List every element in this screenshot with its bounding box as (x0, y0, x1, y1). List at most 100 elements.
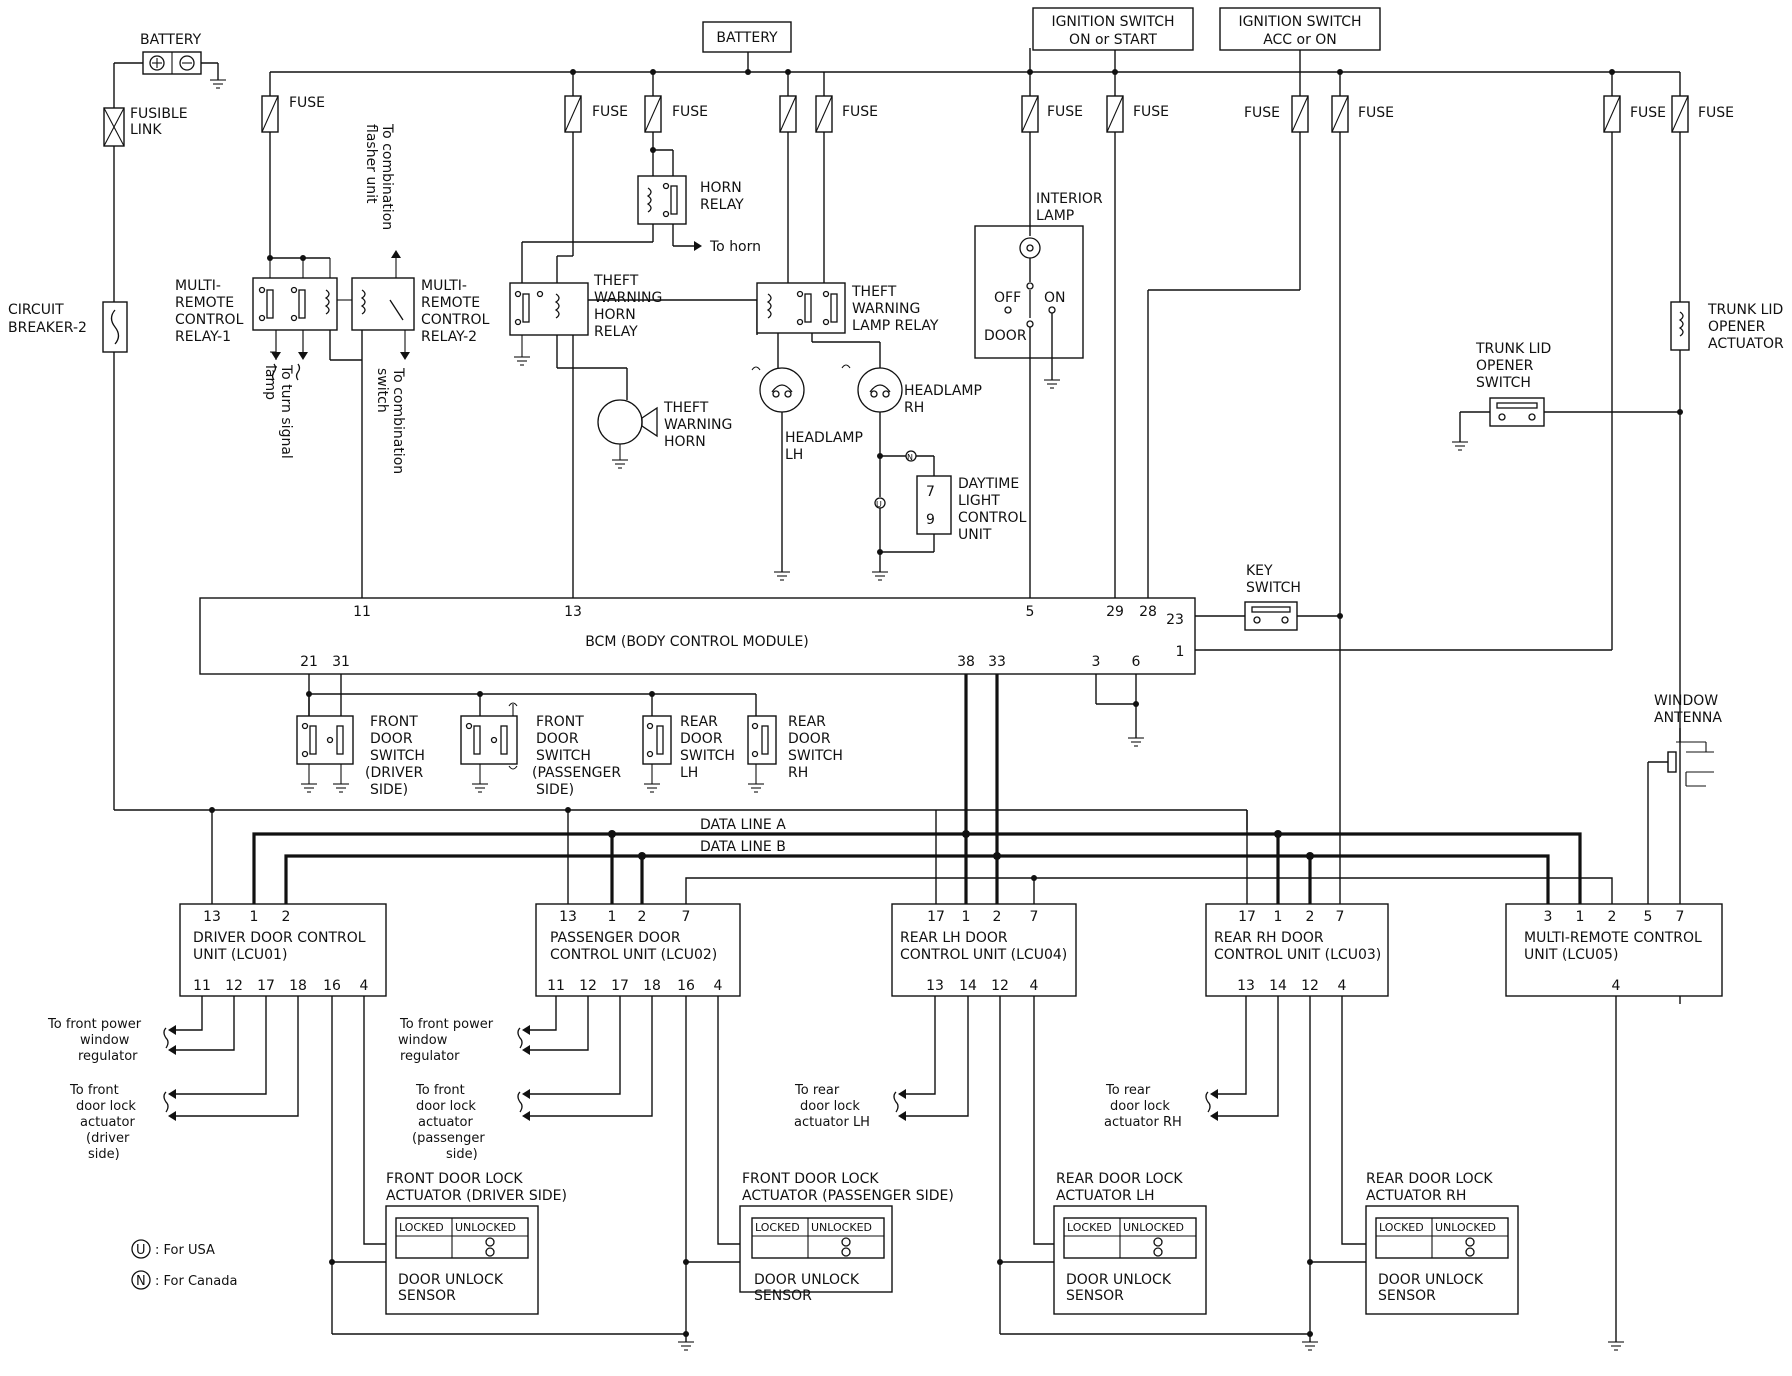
fuse-icon (1291, 95, 1309, 133)
svg-text:SWITCH: SWITCH (370, 748, 425, 764)
svg-text:ACTUATOR RH: ACTUATOR RH (1366, 1188, 1466, 1204)
fuse-icon (564, 95, 582, 133)
front-door-switch-passenger: FRONT DOOR SWITCH (PASSENGER SIDE) (460, 702, 621, 798)
svg-text:HEADLAMP: HEADLAMP (785, 430, 863, 446)
svg-text:ACTUATOR: ACTUATOR (1708, 336, 1784, 352)
ground-icon (1302, 1341, 1318, 1351)
svg-text:LOCKED: LOCKED (399, 1221, 444, 1234)
circuit-breaker: CIRCUIT BREAKER-2 (8, 301, 128, 353)
svg-text:RELAY: RELAY (594, 324, 638, 340)
multi-remote-control-relay-1: MULTI- REMOTE CONTROL RELAY-1 (175, 132, 338, 360)
ground-icon (678, 1341, 694, 1351)
theft-warning-horn: THEFT WARNING HORN (597, 399, 732, 469)
fuse-icon (1331, 95, 1349, 133)
svg-text:FUSE: FUSE (289, 95, 325, 111)
svg-text:SIDE): SIDE) (370, 782, 408, 798)
svg-text:1: 1 (1176, 644, 1185, 660)
svg-text:DOOR UNLOCK: DOOR UNLOCK (398, 1272, 504, 1288)
svg-text:FRONT DOOR LOCK: FRONT DOOR LOCK (386, 1171, 523, 1187)
svg-text:MULTI-: MULTI- (175, 278, 221, 294)
ground-icon (1044, 379, 1060, 389)
svg-text:RH: RH (788, 765, 808, 781)
multi-remote-control-relay-2: MULTI- REMOTE CONTROL RELAY-2 To combina… (337, 123, 490, 474)
svg-text:7: 7 (682, 909, 691, 925)
svg-text:4: 4 (360, 978, 369, 994)
svg-text:CONTROL UNIT (LCU04): CONTROL UNIT (LCU04) (900, 947, 1067, 963)
svg-text:OPENER: OPENER (1708, 319, 1766, 335)
svg-text:4: 4 (1030, 978, 1039, 994)
svg-text:3: 3 (1092, 654, 1101, 670)
svg-text:6: 6 (1132, 654, 1141, 670)
ignition-switch-acc-on: IGNITION SWITCH ACC or ON (1219, 7, 1381, 51)
rear-door-lock-actuator-lh: REAR DOOR LOCK ACTUATOR LH LOCKED UNLOCK… (1053, 1171, 1207, 1315)
svg-text:11: 11 (353, 604, 371, 620)
svg-text:12: 12 (991, 978, 1009, 994)
svg-text:FUSE: FUSE (842, 104, 878, 120)
svg-text:SENSOR: SENSOR (398, 1288, 456, 1304)
svg-text:ACC or ON: ACC or ON (1263, 32, 1337, 48)
svg-text:To horn: To horn (709, 239, 761, 255)
svg-text:BCM (BODY CONTROL MODULE): BCM (BODY CONTROL MODULE) (585, 634, 809, 650)
svg-text:FRONT DOOR LOCK: FRONT DOOR LOCK (742, 1171, 879, 1187)
svg-text:5: 5 (1026, 604, 1035, 620)
svg-text:14: 14 (1269, 978, 1287, 994)
svg-text:DOOR: DOOR (536, 731, 579, 747)
svg-text:UNLOCKED: UNLOCKED (455, 1221, 516, 1234)
battery-icon (142, 51, 202, 75)
svg-text:LOCKED: LOCKED (1379, 1221, 1424, 1234)
svg-text:actuator: actuator (80, 1115, 135, 1130)
svg-text:13: 13 (1237, 978, 1255, 994)
svg-text:DATA LINE B: DATA LINE B (700, 839, 786, 855)
svg-text:LOCKED: LOCKED (755, 1221, 800, 1234)
headlamp-lh: HEADLAMP LH (751, 366, 863, 581)
svg-text:LH: LH (785, 447, 803, 463)
svg-text:actuator LH: actuator LH (794, 1115, 870, 1130)
svg-text:IGNITION SWITCH: IGNITION SWITCH (1238, 14, 1361, 30)
ground-icon (1452, 441, 1468, 451)
svg-text:SWITCH: SWITCH (680, 748, 735, 764)
svg-text:4: 4 (714, 978, 723, 994)
lcu03-outputs: To rear door lock actuator RH (1104, 996, 1376, 1351)
theft-warning-horn-relay: THEFT WARNING HORN RELAY (509, 132, 758, 598)
svg-text:window: window (80, 1033, 130, 1048)
svg-text:DOOR: DOOR (370, 731, 413, 747)
svg-text:To front: To front (415, 1083, 465, 1098)
svg-text:LAMP RELAY: LAMP RELAY (852, 318, 939, 334)
svg-text:ON: ON (1044, 290, 1066, 306)
svg-text:21: 21 (300, 654, 318, 670)
svg-text:13: 13 (559, 909, 577, 925)
fuses: FUSE FUSE FUSE FUSE FUSE FUSE FUSE FUSE … (261, 95, 1734, 133)
fuse-icon (1106, 95, 1124, 133)
ground-icon (644, 783, 660, 793)
svg-text:FRONT: FRONT (536, 714, 584, 730)
svg-text:16: 16 (677, 978, 695, 994)
svg-text:ANTENNA: ANTENNA (1654, 710, 1722, 726)
svg-text:1: 1 (608, 909, 617, 925)
battery-left: BATTERY (113, 32, 226, 108)
svg-text:(PASSENGER: (PASSENGER (532, 765, 621, 781)
svg-text:FUSE: FUSE (1047, 104, 1083, 120)
door-switch-wiring (306, 674, 757, 716)
lcu05-multi-remote-control-unit: MULTI-REMOTE CONTROL UNIT (LCU05) 3 1 2 … (1505, 903, 1723, 997)
svg-text:CONTROL: CONTROL (421, 312, 490, 328)
svg-text:WARNING: WARNING (664, 417, 732, 433)
svg-text:DATA LINE A: DATA LINE A (700, 817, 786, 833)
svg-text:UNLOCKED: UNLOCKED (1123, 1221, 1184, 1234)
svg-text:FRONT: FRONT (370, 714, 418, 730)
ground-icon (514, 356, 530, 366)
front-door-switch-driver: FRONT DOOR SWITCH (DRIVER SIDE) (296, 714, 425, 798)
lcu01-outputs: To front power window regulator To front… (47, 996, 686, 1335)
trunk-lid-opener-switch: TRUNK LID OPENER SWITCH (1452, 341, 1683, 451)
svg-text:(passenger: (passenger (412, 1131, 485, 1146)
svg-text:FUSE: FUSE (672, 104, 708, 120)
svg-text:flasher unit: flasher unit (363, 124, 379, 204)
svg-text:REAR DOOR LOCK: REAR DOOR LOCK (1366, 1171, 1493, 1187)
svg-text:3: 3 (1544, 909, 1553, 925)
ground-icon (1608, 1341, 1624, 1351)
svg-text:regulator: regulator (400, 1049, 460, 1064)
svg-text:KEY: KEY (1246, 563, 1273, 579)
svg-text:2: 2 (638, 909, 647, 925)
ground-icon (872, 571, 888, 581)
svg-text:9: 9 (926, 512, 935, 528)
